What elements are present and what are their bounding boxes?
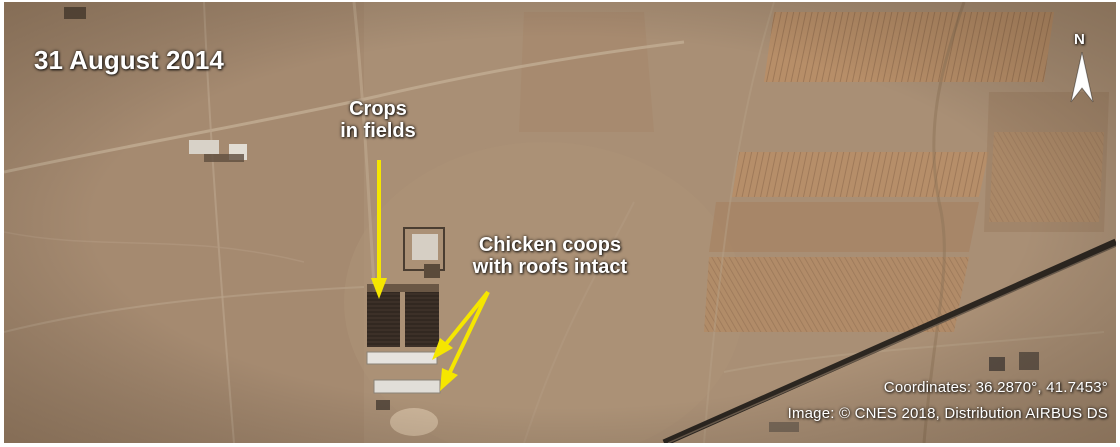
north-arrow-icon	[1070, 52, 1094, 103]
annotation-crops-text: Crops in fields	[340, 98, 416, 143]
annotation-coops-text: Chicken coops with roofs intact	[472, 234, 628, 279]
satellite-image: 31 August 2014 Crops in fields Chicken c…	[4, 2, 1116, 443]
coordinates-label: Coordinates: 36.2870°, 41.7453°	[883, 379, 1108, 396]
satellite-terrain	[4, 2, 1116, 443]
arrow-coop-north	[432, 290, 490, 360]
north-label: N	[1074, 31, 1085, 48]
arrow-coop-south	[440, 291, 490, 391]
annotation-crops: Crops in fields	[326, 98, 430, 143]
image-credit: Image: © CNES 2018, Distribution AIRBUS …	[787, 405, 1108, 422]
annotation-coops: Chicken coops with roofs intact	[466, 234, 634, 279]
arrow-crops	[371, 160, 387, 299]
date-label: 31 August 2014	[34, 45, 224, 75]
